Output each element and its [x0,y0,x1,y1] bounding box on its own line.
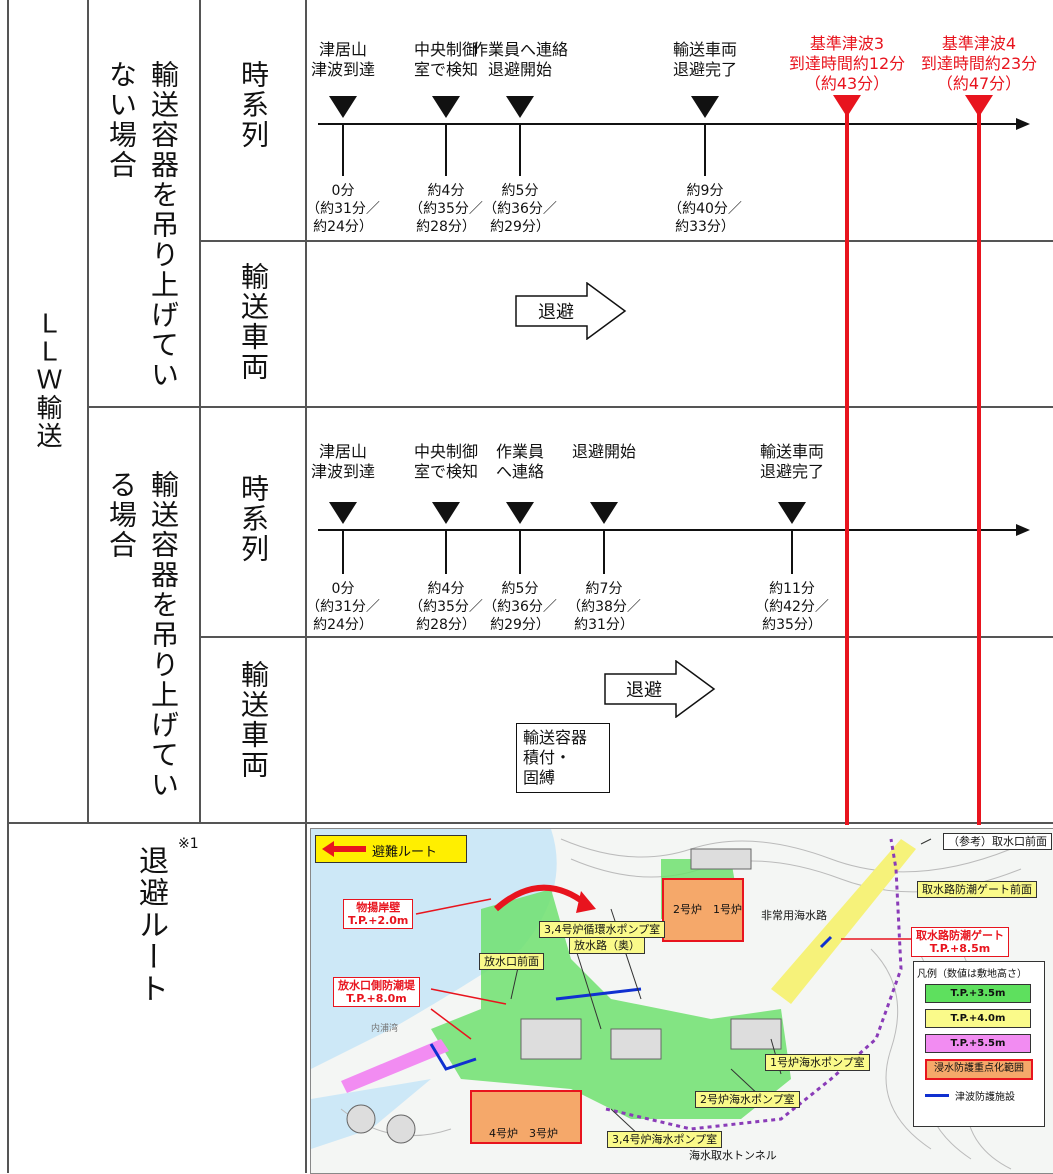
timeline-event-tick [445,530,447,574]
map-seawall-label: 放水口側防潮堤 [338,979,415,992]
route-arrow-icon [322,841,366,857]
timeline-event-tick [342,530,344,574]
timeline-event-tick [519,124,521,176]
timeline-event-tick [704,124,706,176]
timeline-event-label: 退避開始 [571,442,636,461]
timeline-event-marker [432,502,460,524]
timeline-event-time: 約7分 （約38分／ 約31分） [567,581,641,633]
map-gate: 取水路防潮ゲート T.P.+8.5m [911,927,1009,957]
timeline-event-marker [506,502,534,524]
site-map-drawing [311,829,1022,1170]
map-wharf-tp: T.P.+2.0m [348,914,409,927]
timeline-event-label: 作業員 へ連絡 [495,442,544,481]
col2-divider [199,0,201,822]
timeline-event-label: 輸送車両 退避完了 [759,442,824,481]
row-divider-case1-inner [199,240,1053,242]
timeline-event-time: 約4分 （約35分／ 約28分） [409,183,483,235]
col1-divider [87,0,89,822]
row-divider-route [7,822,1053,824]
map-pump34-circ: 3,4号炉循環水ポンプ室 [539,921,666,938]
case2-evacuate-arrow [604,660,716,718]
timeline-event-label: 中央制御 室で検知 [413,442,478,481]
map-pump2: 2号炉海水ポンプ室 [695,1091,800,1108]
map-route-legend-label: 避難ルート [372,845,438,860]
timeline-event-tick [342,124,344,176]
timeline-event-label: 津居山 津波到達 [310,442,375,481]
map-gate-front: 取水路防潮ゲート前面 [917,881,1037,898]
timeline-event-time: 約5分 （約36分／ 約29分） [483,183,557,235]
case2-vehicle-label: 輸送車両 [237,660,270,780]
row-divider-case2-inner [199,636,1053,638]
case2-title: 輸送容器を吊り上げている場合 [105,470,180,800]
map-gate-tp: T.P.+8.5m [929,942,991,955]
row-divider-cases [87,406,1053,408]
map-pump34: 3,4号炉海水ポンプ室 [607,1131,723,1148]
timeline-event-label: 作業員へ連絡 退避開始 [471,40,568,79]
timeline-event-marker [691,96,719,118]
timeline-event-label: 津居山 津波到達 [310,40,375,79]
legend-item-5: 津波防護施設 [925,1088,1041,1103]
route-title: 退避ルート [133,845,168,1005]
timeline-event-label: 中央制御 室で検知 [413,40,478,79]
map-wharf-label: 物揚岸壁 [356,901,401,914]
timeline-event-time: 約5分 （約36分／ 約29分） [483,581,557,633]
route-note: ※1 [178,836,199,852]
outer-left-border [7,0,9,1173]
map-legend: 凡例（数値は敷地高さ） T.P.+3.5m T.P.+4.0m T.P.+5.5… [913,961,1045,1127]
timeline-event-marker [778,502,806,524]
map-wharf: 物揚岸壁 T.P.+2.0m [343,899,414,929]
timeline-event-tick [445,124,447,176]
protection-line-icon [925,1094,949,1097]
legend-item-3: T.P.+5.5m [925,1034,1031,1053]
legend-item-1: T.P.+3.5m [925,984,1031,1003]
legend-item-4: 浸水防護重点化範囲 [925,1059,1033,1080]
map-tunnel: 海水取水トンネル [689,1149,777,1162]
map-emergency-channel: 非常用海水路 [761,909,827,922]
case1-vehicle-label: 輸送車両 [237,262,270,382]
map-reactor34: 4号炉 3号炉 [489,1127,558,1140]
map-reactor12: 2号炉 1号炉 [673,903,742,916]
timeline-event-marker [506,96,534,118]
timeline-event-tick [791,530,793,574]
timeline-event-label: 輸送車両 退避完了 [672,40,737,79]
map-seawall-tp: T.P.+8.0m [346,992,407,1005]
map-seawall: 放水口側防潮堤 T.P.+8.0m [333,977,420,1007]
case2-loading-box: 輸送容器 積付・ 固縛 [516,723,610,793]
timeline-event-time: 0分 （約31分／ 約24分） [306,183,380,235]
case1-timeline-label: 時系列 [237,60,270,150]
case1-title: 輸送容器を吊り上げていない場合 [105,60,180,390]
map-discharge-front: 放水口前面 [479,953,544,970]
map-bay: 内浦湾 [371,1024,399,1034]
timeline-event-marker [590,502,618,524]
case1-evacuate-arrow [515,282,627,340]
tsunami4-label: 基準津波4 到達時間約23分 （約47分） [920,34,1038,93]
case1-evacuate-label: 退避 [538,302,574,323]
tsunami3-marker [833,95,861,117]
timeline-event-marker [329,502,357,524]
timeline-event-tick [519,530,521,574]
map-route-legend: 避難ルート [315,835,467,863]
map-legend-title: 凡例（数値は敷地高さ） [917,969,1027,980]
legend-item-5-label: 津波防護施設 [955,1092,1015,1103]
case2-evacuate-label: 退避 [626,680,662,701]
case2-timeline-label: 時系列 [237,474,270,564]
tsunami3-label: 基準津波3 到達時間約12分 （約43分） [788,34,906,93]
timeline-event-time: 約9分 （約40分／ 約33分） [668,183,742,235]
map-pump1: 1号炉海水ポンプ室 [765,1054,870,1071]
timeline-event-time: 約4分 （約35分／ 約28分） [409,581,483,633]
map-discharge-back: 放水路（奥） [569,937,645,954]
site-map: 避難ルート （参考）取水口前面 取水路防潮ゲート前面 非常用海水路 取水路防潮ゲ… [310,828,1053,1174]
legend-item-2: T.P.+4.0m [925,1009,1031,1028]
timeline-event-time: 0分 （約31分／ 約24分） [306,581,380,633]
timeline-event-tick [603,530,605,574]
map-ref-intake: （参考）取水口前面 [943,833,1052,850]
timeline-event-marker [432,96,460,118]
llw-transport-header: ＬＬＷ輸送 [32,310,62,450]
map-gate-label: 取水路防潮ゲート [916,929,1004,942]
timeline-event-time: 約11分 （約42分／ 約35分） [755,581,829,633]
col3-divider [305,0,307,1173]
timeline-event-marker [329,96,357,118]
tsunami4-marker [965,95,993,117]
